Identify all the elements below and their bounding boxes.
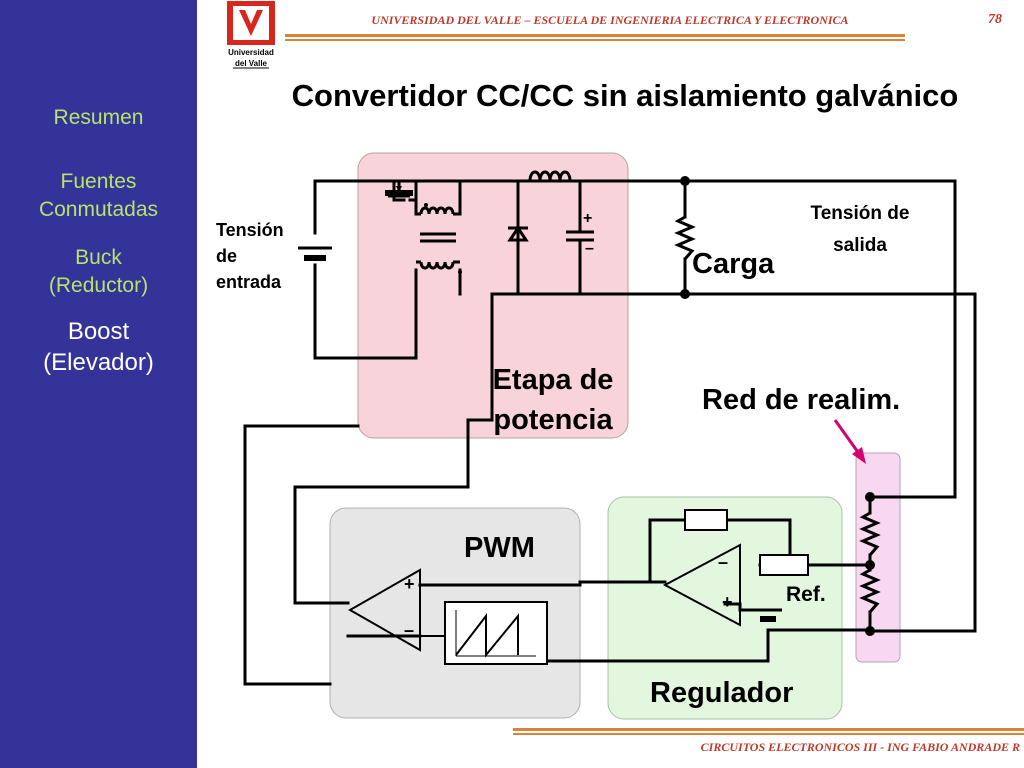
feedback-label: Red de realim. xyxy=(702,384,901,416)
nav-item-resumen[interactable]: Resumen xyxy=(53,106,144,129)
power-stage-label: Etapa de potencia xyxy=(492,364,614,436)
footer-text: CIRCUITOS ELECTRONICOS III - ING FABIO A… xyxy=(700,740,1020,754)
header-rule-2 xyxy=(285,39,905,41)
ref-label: Ref. xyxy=(786,583,826,606)
feedback-arrow xyxy=(833,419,862,456)
load-label: Carga xyxy=(692,248,775,280)
input-voltage-label: Tensión de entrada xyxy=(216,220,284,292)
nav-item-boost[interactable]: Boost xyxy=(67,318,130,345)
nav-item-elevador[interactable]: (Elevador) xyxy=(43,349,154,376)
regulator-block xyxy=(607,496,843,720)
feedback-block xyxy=(855,452,901,663)
output-voltage-label: Tensión de salida xyxy=(810,203,910,256)
footer-rule-2 xyxy=(513,733,1024,735)
page-title: Convertidor CC/CC sin aislamiento galván… xyxy=(291,78,959,113)
header-rule xyxy=(285,34,905,37)
reg-minus-sign: – xyxy=(718,552,729,572)
nav-item-reductor[interactable]: (Reductor) xyxy=(48,274,149,297)
logo-text-1: Universidad xyxy=(228,48,274,57)
pwm-minus-sign: – xyxy=(404,620,415,640)
nav-item-fuentes[interactable]: Fuentes xyxy=(60,170,137,193)
logo-text-2: del Valle xyxy=(235,59,268,68)
nav-item-buck[interactable]: Buck xyxy=(75,246,122,269)
cap-minus-sign: – xyxy=(585,240,594,257)
cap-plus-sign: + xyxy=(583,210,593,227)
university-logo: Universidad del Valle xyxy=(225,0,277,70)
reg-plus-sign: + xyxy=(722,592,733,612)
sidebar: Resumen Fuentes Conmutadas Buck (Reducto… xyxy=(0,0,197,768)
nav-item-conmutadas[interactable]: Conmutadas xyxy=(38,198,159,221)
regulator-label: Regulador xyxy=(650,677,794,709)
footer-rule xyxy=(513,728,1024,731)
page-number: 78 xyxy=(988,12,1002,27)
header-text: UNIVERSIDAD DEL VALLE – ESCUELA DE INGEN… xyxy=(371,13,849,27)
pwm-label: PWM xyxy=(464,532,535,564)
pwm-plus-sign: + xyxy=(404,574,415,594)
